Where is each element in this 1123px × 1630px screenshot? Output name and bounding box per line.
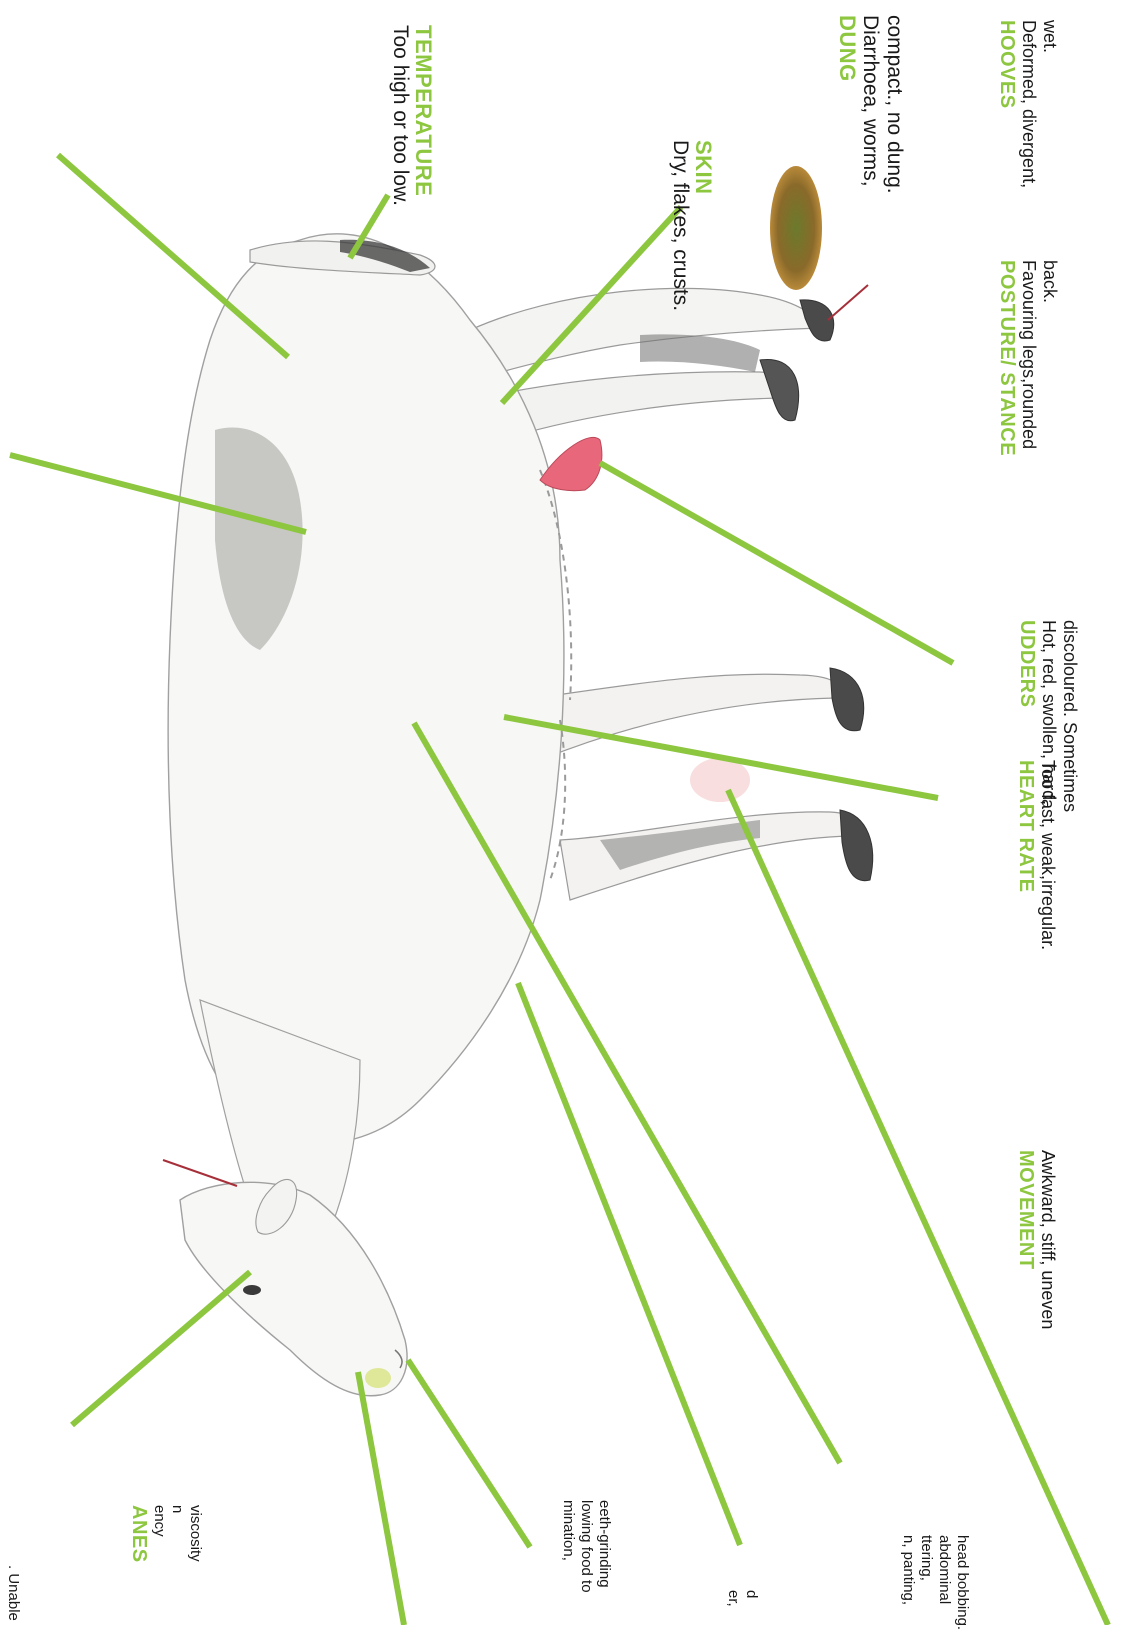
front-hoof-2 [840, 810, 873, 881]
callout-line-appearance [518, 983, 740, 1545]
label-breathing-text-1: n, panting, [899, 1535, 917, 1630]
front-leg-2 [560, 812, 858, 900]
callout-line-udders [600, 463, 953, 663]
label-posture-heading: POSTURE/ STANCE [996, 260, 1018, 456]
label-breathing-text-4: head bobbing. [953, 1535, 971, 1630]
label-movement: Awkward, stiff, uneven MOVEMENT [1015, 1150, 1058, 1329]
red-pointer-hoof [828, 285, 868, 320]
sheep-illustration [168, 234, 873, 1396]
udder [540, 437, 602, 490]
label-appearance-text-2: d [742, 1590, 760, 1607]
label-movement-heading: MOVEMENT [1015, 1150, 1037, 1329]
label-appearance-text-1: er, [724, 1590, 742, 1607]
label-udders-text-2: discoloured. Sometimes [1059, 620, 1080, 812]
label-dung-text-2: compact., no dung. [882, 15, 906, 194]
label-eating-text-2: lowing food to [577, 1500, 595, 1593]
muzzle [365, 1368, 391, 1388]
callout-line-mouth [358, 1372, 404, 1625]
label-heart-rate: Too fast, weak,irregular. HEART RATE [1015, 760, 1058, 950]
label-membranes: viscosity n ency ANES [128, 1505, 204, 1563]
label-membranes-text-3: viscosity [186, 1505, 204, 1563]
red-pointer-ear [163, 1160, 237, 1186]
label-breathing: head bobbing. abdominal ttering, n, pant… [899, 1535, 971, 1630]
label-appearance: d er, [724, 1590, 760, 1607]
label-temperature: TEMPERATURE Too high or too low. [388, 25, 434, 206]
label-membranes-text-2: n [168, 1505, 186, 1563]
label-hooves: wet. Deformed, divergent, HOOVES [996, 20, 1060, 188]
label-skin: SKIN Dry, flakes, crusts. [668, 140, 714, 311]
label-eating: eeth-grinding lowing food to mination, [559, 1500, 613, 1593]
label-skin-text: Dry, flakes, crusts. [668, 140, 692, 311]
label-membranes-text-1: ency [150, 1505, 168, 1563]
label-dung-text-1: Diarrhoea, worms, [858, 15, 882, 194]
label-temperature-text: Too high or too low. [388, 25, 412, 206]
callout-line-membranes [72, 1272, 250, 1425]
label-breathing-text-2: ttering, [917, 1535, 935, 1630]
label-eating-text-1: mination, [559, 1500, 577, 1593]
knee-pink [690, 758, 750, 802]
label-hooves-text-2: wet. [1039, 20, 1060, 188]
label-top-fragment: . Unable [4, 1565, 22, 1621]
label-posture-text-1: Favouring legs,rounded [1018, 260, 1039, 456]
label-temperature-heading: TEMPERATURE [412, 25, 434, 206]
head [180, 1182, 407, 1395]
label-dung: compact., no dung. Diarrhoea, worms, DUN… [836, 15, 906, 194]
label-heart-rate-heading: HEART RATE [1015, 760, 1037, 950]
label-heart-rate-text: Too fast, weak,irregular. [1037, 760, 1058, 950]
label-breathing-text-3: abdominal [935, 1535, 953, 1630]
label-eating-text-3: eeth-grinding [595, 1500, 613, 1593]
callout-line-eating [408, 1360, 530, 1547]
label-dung-heading: DUNG [836, 15, 858, 194]
front-hoof-1 [830, 668, 864, 731]
dung-pile [770, 166, 822, 290]
body [168, 234, 564, 1144]
rear-shadow [640, 334, 760, 372]
label-skin-heading: SKIN [692, 140, 714, 311]
eye [243, 1285, 261, 1295]
label-hooves-heading: HOOVES [996, 20, 1018, 188]
label-top-fragment-text: . Unable [4, 1565, 22, 1621]
label-movement-text: Awkward, stiff, uneven [1037, 1150, 1058, 1329]
label-hooves-text-1: Deformed, divergent, [1018, 20, 1039, 188]
label-posture: back. Favouring legs,rounded POSTURE/ ST… [996, 260, 1060, 456]
label-posture-text-2: back. [1039, 260, 1060, 456]
label-membranes-heading: ANES [128, 1505, 150, 1563]
